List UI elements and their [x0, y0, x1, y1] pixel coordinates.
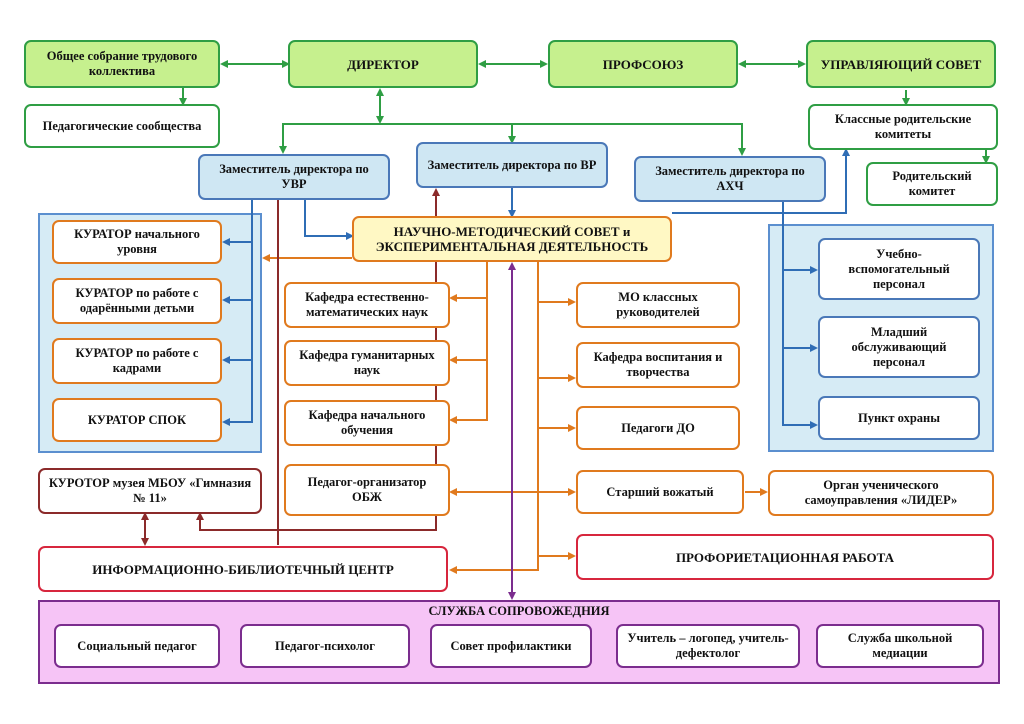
student-gov-box: Орган ученического самоуправления «ЛИДЕР…	[768, 470, 994, 516]
curator-spok-box: КУРАТОР СПОК	[52, 398, 222, 442]
managing-council-box: УПРАВЛЯЮЩИЙ СОВЕТ	[806, 40, 996, 88]
curator-gifted-box: КУРАТОР по работе с одарёнными детьми	[52, 278, 222, 324]
dept-humanities-box: Кафедра гуманитарных наук	[284, 340, 450, 386]
trade-union-box: ПРОФСОЮЗ	[548, 40, 738, 88]
library-center-box: ИНФОРМАЦИОННО-БИБЛИОТЕЧНЫЙ ЦЕНТР	[38, 546, 448, 592]
dept-primary-box: Кафедра начального обучения	[284, 400, 450, 446]
pedagogical-communities-box: Педагогические сообщества	[24, 104, 220, 148]
support-item-social: Социальный педагог	[54, 624, 220, 668]
deputy-ahch-box: Заместитель директора по АХЧ	[634, 156, 826, 202]
pedagogues-do-box: Педагоги ДО	[576, 406, 740, 450]
director-box: ДИРЕКТОР	[288, 40, 478, 88]
class-parent-committees-box: Классные родительские комитеты	[808, 104, 998, 150]
dept-science-box: Кафедра естественно-математических наук	[284, 282, 450, 328]
support-item-speech: Учитель – логопед, учитель-дефектолог	[616, 624, 800, 668]
mo-class-box: МО классных руководителей	[576, 282, 740, 328]
support-item-mediation: Служба школьной медиации	[816, 624, 984, 668]
general-meeting-box: Общее собрание трудового коллектива	[24, 40, 220, 88]
deputy-uvr-box: Заместитель директора по УВР	[198, 154, 390, 200]
dept-upbringing-box: Кафедра воспитания и творчества	[576, 342, 740, 388]
scientific-council-box: НАУЧНО-МЕТОДИЧЕСКИЙ СОВЕТ и ЭКСПЕРИМЕНТА…	[352, 216, 672, 262]
museum-curator-box: КУРОТОР музея МБОУ «Гимназия № 11»	[38, 468, 262, 514]
security-box: Пункт охраны	[818, 396, 980, 440]
junior-service-box: Младший обслуживающий персонал	[818, 316, 980, 378]
career-guidance-box: ПРОФОРИЕТАЦИОННАЯ РАБОТА	[576, 534, 994, 580]
obzh-box: Педагог-организатор ОБЖ	[284, 464, 450, 516]
support-service-title: СЛУЖБА СОПРОВОЖЕДНИЯ	[428, 604, 610, 618]
parent-committee-box: Родительский комитет	[866, 162, 998, 206]
curator-primary-box: КУРАТОР начального уровня	[52, 220, 222, 264]
support-item-prevention: Совет профилактики	[430, 624, 592, 668]
curator-staff-box: КУРАТОР по работе с кадрами	[52, 338, 222, 384]
support-item-psychologist: Педагог-психолог	[240, 624, 410, 668]
senior-counselor-box: Старший вожатый	[576, 470, 744, 514]
educational-support-box: Учебно-вспомогательный персонал	[818, 238, 980, 300]
deputy-vr-box: Заместитель директора по ВР	[416, 142, 608, 188]
